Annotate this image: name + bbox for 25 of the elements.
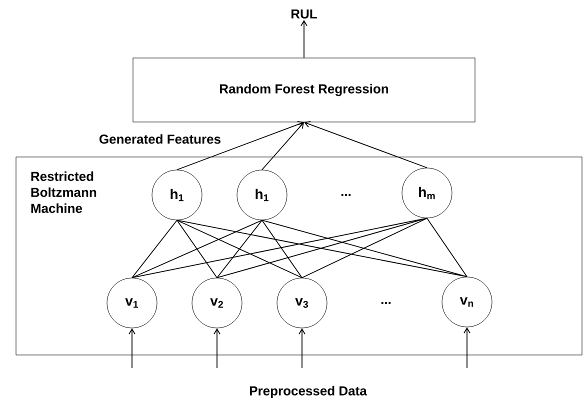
- section-label: Generated Features: [99, 134, 220, 144]
- input-arrow: [464, 327, 470, 368]
- ellipsis: ...: [381, 302, 391, 304]
- connection-line: [302, 218, 428, 278]
- connection-line: [176, 220, 468, 278]
- connection-line: [426, 218, 468, 278]
- connection-line: [262, 220, 468, 278]
- connection-line: [176, 220, 302, 278]
- connection-line: [176, 220, 218, 278]
- input-arrow: [128, 328, 136, 368]
- output-text: RUL: [292, 9, 317, 19]
- connection-line: [132, 218, 428, 278]
- arrow: [304, 121, 428, 168]
- connection-line: [262, 220, 302, 278]
- input-arrow: [298, 328, 306, 368]
- connection-line: [216, 218, 428, 278]
- process-box: Random Forest Regression: [132, 58, 476, 122]
- ellipsis: ...: [341, 194, 351, 196]
- connection-line: [132, 220, 178, 278]
- arrow: [300, 20, 308, 58]
- connection-line: [132, 220, 262, 278]
- connection-line: [216, 220, 262, 278]
- input-label: Preprocessed Data: [250, 386, 367, 398]
- input-arrow: [214, 328, 220, 368]
- arrow: [262, 122, 304, 170]
